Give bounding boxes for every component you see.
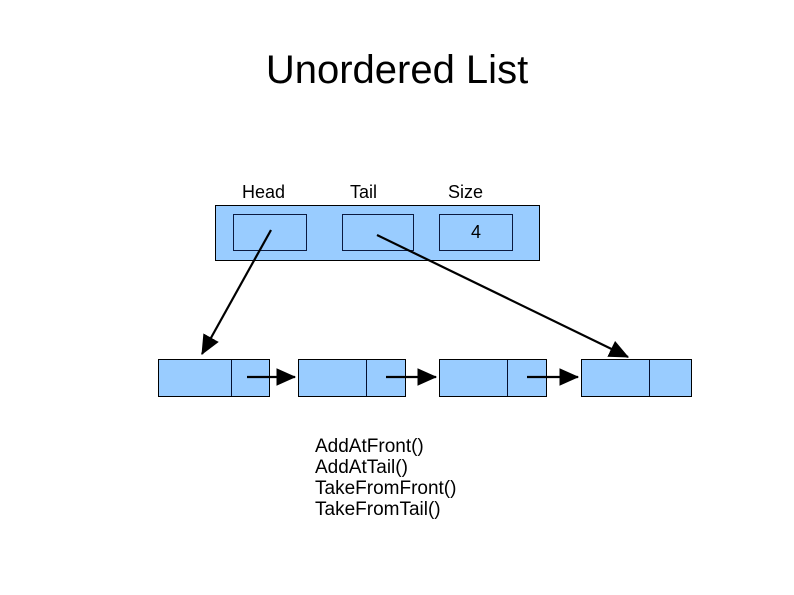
node-data-cell — [440, 360, 508, 396]
list-node-3 — [439, 359, 547, 397]
method-item: TakeFromTail() — [315, 499, 441, 520]
methods-list: AddAtFront() AddAtTail() TakeFromFront()… — [315, 436, 456, 520]
list-node-2 — [298, 359, 406, 397]
node-data-cell — [582, 360, 650, 396]
page-title: Unordered List — [265, 48, 529, 92]
method-item: AddAtFront() — [315, 436, 424, 457]
size-value: 4 — [470, 222, 481, 242]
node-pointer-cell — [232, 360, 269, 396]
head-label: Head — [242, 182, 286, 202]
tail-label: Tail — [350, 182, 378, 202]
node-data-cell — [159, 360, 232, 396]
method-item: TakeFromFront() — [315, 478, 457, 499]
list-node-4 — [581, 359, 692, 397]
size-box: 4 — [439, 214, 513, 251]
node-data-cell — [299, 360, 367, 396]
list-node-1 — [158, 359, 270, 397]
node-pointer-cell — [367, 360, 405, 396]
head-pointer-box — [233, 214, 307, 251]
node-pointer-cell — [650, 360, 691, 396]
size-label: Size — [448, 182, 484, 202]
node-pointer-cell — [508, 360, 546, 396]
tail-pointer-box — [342, 214, 414, 251]
method-item: AddAtTail() — [315, 457, 408, 478]
